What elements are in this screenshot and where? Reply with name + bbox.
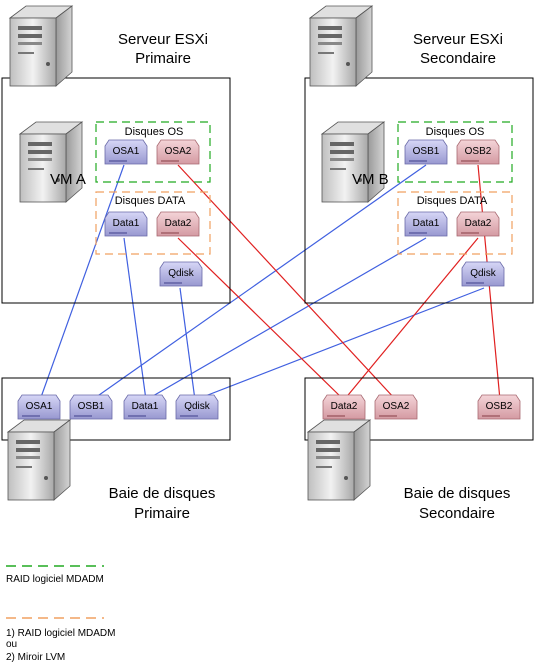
vm-label: VM A xyxy=(50,171,86,188)
disk-data2: Data2 xyxy=(322,394,366,420)
disk-data1: Data1 xyxy=(404,211,448,237)
legend: RAID logiciel MDADM 1) RAID logiciel MDA… xyxy=(6,565,115,663)
os-group-label: Disques OS xyxy=(125,126,184,138)
bay-subtitle: Primaire xyxy=(134,505,190,522)
disk-osa1: OSA1 xyxy=(17,394,61,420)
os-group-label: Disques OS xyxy=(426,126,485,138)
server-icon xyxy=(309,5,373,87)
disk-label: Qdisk xyxy=(470,268,497,279)
disk-label: OSB2 xyxy=(465,146,492,157)
disk-label: Data2 xyxy=(165,218,192,229)
server-subtitle: Primaire xyxy=(135,50,191,67)
data-group-label: Disques DATA xyxy=(115,195,186,207)
esxi-primary: Serveur ESXi Primaire VM A Disques OS Di… xyxy=(1,5,231,304)
disk-qdisk: Qdisk xyxy=(461,261,505,287)
link-osb1 xyxy=(91,164,427,401)
disk-label: OSB1 xyxy=(413,146,440,157)
legend-orange-text-2: ou xyxy=(6,639,17,650)
disk-data2: Data2 xyxy=(456,211,500,237)
link-osa2 xyxy=(177,164,397,401)
link-data1-a xyxy=(123,237,147,401)
bay-primary-box xyxy=(1,377,231,441)
disk-label: OSA2 xyxy=(383,401,410,412)
os-disk-group xyxy=(95,121,211,183)
disk-data2: Data2 xyxy=(156,211,200,237)
disk-osb1: OSB1 xyxy=(69,394,113,420)
disk-osb2: OSB2 xyxy=(477,394,521,420)
vm-label: VM B xyxy=(352,171,389,188)
disk-label: OSB2 xyxy=(486,401,513,412)
disk-label: Qdisk xyxy=(184,401,211,412)
vm-icon xyxy=(321,121,385,203)
server-subtitle: Secondaire xyxy=(420,50,496,67)
disk-osa1: OSA1 xyxy=(104,139,148,165)
legend-green-text: RAID logiciel MDADM xyxy=(6,574,104,585)
disk-label: Data2 xyxy=(331,401,358,412)
disk-qdisk: Qdisk xyxy=(175,394,219,420)
bay-icon xyxy=(307,419,371,501)
link-qdisk-b xyxy=(194,287,485,401)
disk-label: Qdisk xyxy=(168,268,195,279)
data-disk-group xyxy=(397,191,513,255)
link-data2-a xyxy=(177,237,345,401)
link-data2-b xyxy=(343,237,479,401)
server-title: Serveur ESXi xyxy=(413,31,503,48)
disk-osa2: OSA2 xyxy=(156,139,200,165)
data-disk-group xyxy=(95,191,211,255)
replication-links xyxy=(39,164,501,401)
legend-orange-text-3: 2) Miroir LVM xyxy=(6,652,65,663)
disk-label: Data1 xyxy=(132,401,159,412)
disk-label: OSA1 xyxy=(113,146,140,157)
disk-label: OSA1 xyxy=(26,401,53,412)
disk-osb1: OSB1 xyxy=(404,139,448,165)
vm-icon xyxy=(19,121,83,203)
disk-label: Data1 xyxy=(413,218,440,229)
bay-subtitle: Secondaire xyxy=(419,505,495,522)
link-qdisk-a xyxy=(179,287,196,401)
bay-title: Baie de disques xyxy=(109,485,216,502)
bay-secondary-box xyxy=(304,377,534,441)
disk-label: OSA2 xyxy=(165,146,192,157)
disk-data1: Data1 xyxy=(104,211,148,237)
disk-label: Data2 xyxy=(465,218,492,229)
server-title: Serveur ESXi xyxy=(118,31,208,48)
legend-orange-text-1: 1) RAID logiciel MDADM xyxy=(6,628,115,639)
link-data1-b xyxy=(145,237,427,401)
bay-primary: OSA1 OSB1 Data1 Qdisk Baie de disques Pr… xyxy=(1,377,231,522)
disk-osb2: OSB2 xyxy=(456,139,500,165)
disk-label: Data1 xyxy=(113,218,140,229)
bay-secondary: Data2 OSA2 OSB2 Baie de disques Secondai… xyxy=(304,377,534,522)
server-icon xyxy=(9,5,73,87)
disk-data1: Data1 xyxy=(123,394,167,420)
esxi-secondary: Serveur ESXi Secondaire VM B Disques OS … xyxy=(304,5,534,304)
disk-osa2: OSA2 xyxy=(374,394,418,420)
bay-icon xyxy=(7,419,71,501)
esxi-primary-box xyxy=(1,77,231,304)
disk-label: OSB1 xyxy=(78,401,105,412)
link-osa1 xyxy=(39,164,125,401)
bay-title: Baie de disques xyxy=(404,485,511,502)
esxi-secondary-box xyxy=(304,77,534,304)
disk-qdisk: Qdisk xyxy=(159,261,203,287)
os-disk-group xyxy=(397,121,513,183)
data-group-label: Disques DATA xyxy=(417,195,488,207)
